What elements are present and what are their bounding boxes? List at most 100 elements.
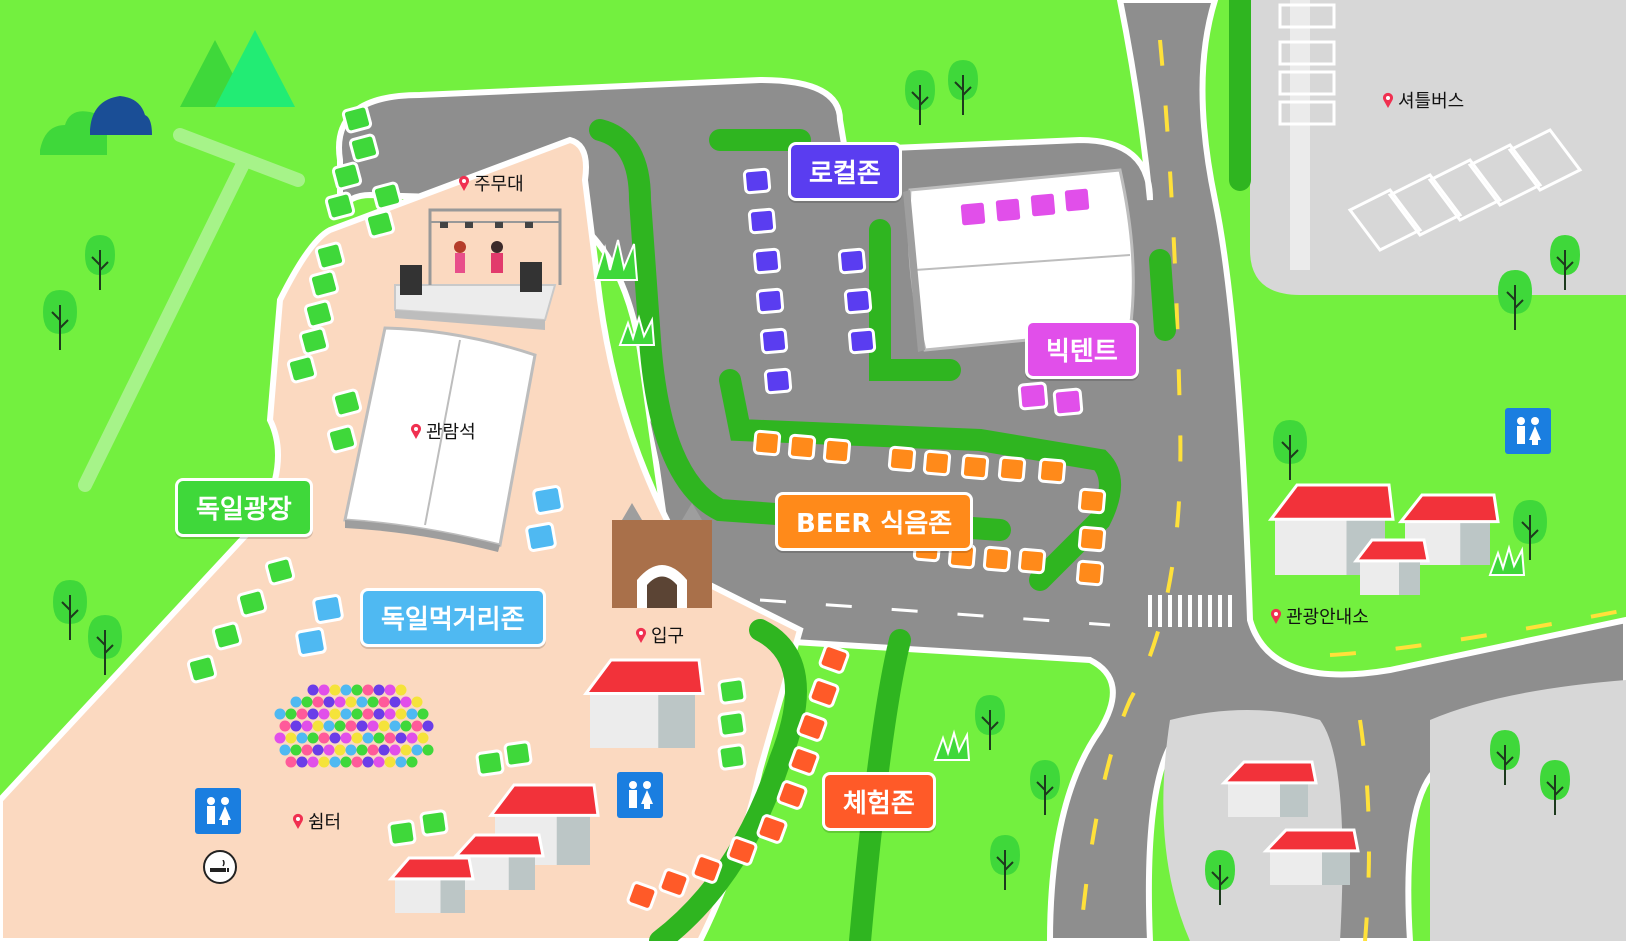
label-tourist-info: 관광안내소 [1270,603,1369,629]
shelter-seat [395,708,407,720]
shelter-seat [290,720,302,732]
shelter-seat [351,684,363,696]
shelter-seat [406,732,418,744]
booth-german-square [341,104,373,134]
booth-german-square [371,181,403,211]
shelter-seat [301,696,313,708]
shelter-seat [274,732,286,744]
booth-local [759,327,789,355]
shelter-seat [356,744,368,756]
gate-icon [612,503,712,608]
label-audience: 관람석 [410,418,476,444]
label-shelter: 쉼터 [292,808,341,834]
shelter-seat [307,732,319,744]
shelter-seat [389,720,401,732]
shelter-seat [373,732,385,744]
map-pin-icon [1383,92,1393,108]
booth-german-square [303,299,335,329]
audience-name: 관람석 [426,422,476,443]
shelter-seat [340,708,352,720]
shelter-seat [318,708,330,720]
shelter-name: 쉼터 [308,812,342,833]
zone-experience[interactable]: 체험존 [822,772,936,831]
booth-experience [818,644,850,674]
zone-beer-label: BEER 식음존 [796,509,953,539]
booth-big-tent [1027,190,1059,220]
booth-beer [922,449,952,477]
booth-green [419,809,449,837]
booth-german-square [308,269,340,299]
booth-experience [691,854,723,884]
booth-big-tent [957,199,989,229]
shelter-seat [345,696,357,708]
shelter-seat [395,732,407,744]
booth-food-street [295,627,327,657]
booth-big-tent [992,195,1024,225]
booth-german-square [364,209,396,239]
zone-big-tent[interactable]: 빅텐트 [1025,320,1139,379]
house [387,856,475,913]
house [1220,760,1318,817]
house [583,658,705,748]
shelter-seat [312,720,324,732]
shelter-seat [362,756,374,768]
zone-german-food-street[interactable]: 독일먹거리존 [360,588,546,647]
map-pin-icon [293,813,303,829]
map-pin-icon [1271,608,1281,624]
zone-beer[interactable]: BEER 식음존 [775,492,974,551]
label-stage: 주무대 [458,170,524,196]
label-entrance: 입구 [635,622,684,648]
zone-big-tent-label: 빅텐트 [1046,337,1118,367]
shuttle-name: 셔틀버스 [1398,91,1465,112]
shelter-seat [296,756,308,768]
shelter-seat [290,696,302,708]
label-shuttle: 셔틀버스 [1382,87,1464,113]
booth-beer [1037,457,1067,485]
zone-local[interactable]: 로컬존 [788,142,902,201]
audience-tent [343,326,537,552]
shelter-seat [367,744,379,756]
shelter-seat [373,684,385,696]
booth-green [503,740,533,768]
zone-german-square[interactable]: 독일광장 [175,478,313,537]
shelter-seat [395,756,407,768]
booth-food-street [525,522,557,552]
hedges [589,0,1251,941]
shelter-seat [329,756,341,768]
house [1262,828,1360,885]
shelter-seat [422,744,434,756]
shelter-seat [329,708,341,720]
shelter-seat [356,720,368,732]
shelter-seat [285,732,297,744]
booth-german-square [348,133,380,163]
zone-german-square-label: 독일광장 [196,495,292,525]
booth-experience [776,780,808,810]
shelter-seat [307,708,319,720]
shelter-seat [400,720,412,732]
shelter-seat [411,696,423,708]
house [452,833,545,890]
restroom-icon [1505,408,1551,454]
shelter-seat [318,756,330,768]
shelter-seat [373,756,385,768]
shelter-seat [411,720,423,732]
smoking-area-icon [203,850,237,884]
shelter-seat [373,708,385,720]
shelter-seat [274,708,286,720]
booth-beer [997,455,1027,483]
booth-beer [752,429,782,457]
shelter-seat [351,732,363,744]
booth-experience [756,814,788,844]
booth-german-square [298,326,330,356]
shelter-seat [323,744,335,756]
shelter-seat [367,696,379,708]
shelter-seat [329,732,341,744]
booth-experience [788,746,820,776]
shelter-seat [362,684,374,696]
booth-german-square [331,161,363,191]
shelter-seat [351,756,363,768]
booth-local [755,287,785,315]
shelter-seat [400,744,412,756]
shelter-seat [318,684,330,696]
